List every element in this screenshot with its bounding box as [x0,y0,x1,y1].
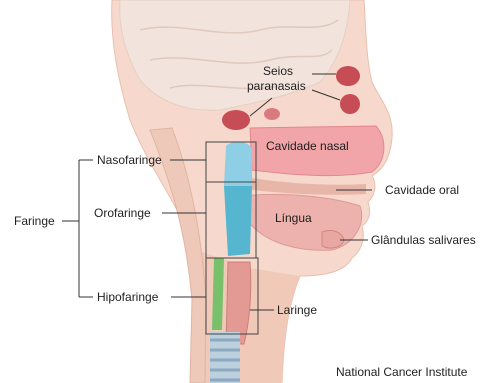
sinus-sphenoid [222,110,250,130]
oropharynx [224,186,252,256]
hypopharynx [212,258,224,330]
sinus-frontal [336,66,360,86]
label-faringe: Faringe [14,214,55,228]
sinus-ethmoid [264,108,280,120]
trachea [210,332,240,383]
faringe-bracket [62,160,93,297]
credit-text: National Cancer Institute [336,365,468,379]
head-illustration [112,0,392,383]
label-orofaringe: Orofaringe [94,206,151,220]
label-hipofaringe: Hipofaringe [97,290,159,304]
label-cavidade-oral: Cavidade oral [385,183,459,197]
label-cavidade-nasal: Cavidade nasal [266,139,349,153]
label-seios-1: Seios [263,64,293,78]
larynx [226,262,251,344]
label-seios-2: paranasais [247,79,306,93]
label-laringe: Laringe [277,303,317,317]
sinus-maxillary [340,94,360,114]
label-nasofaringe: Nasofaringe [97,153,162,167]
label-lingua: Língua [275,211,312,225]
label-glandulas-salivares: Glândulas salivares [371,233,476,247]
